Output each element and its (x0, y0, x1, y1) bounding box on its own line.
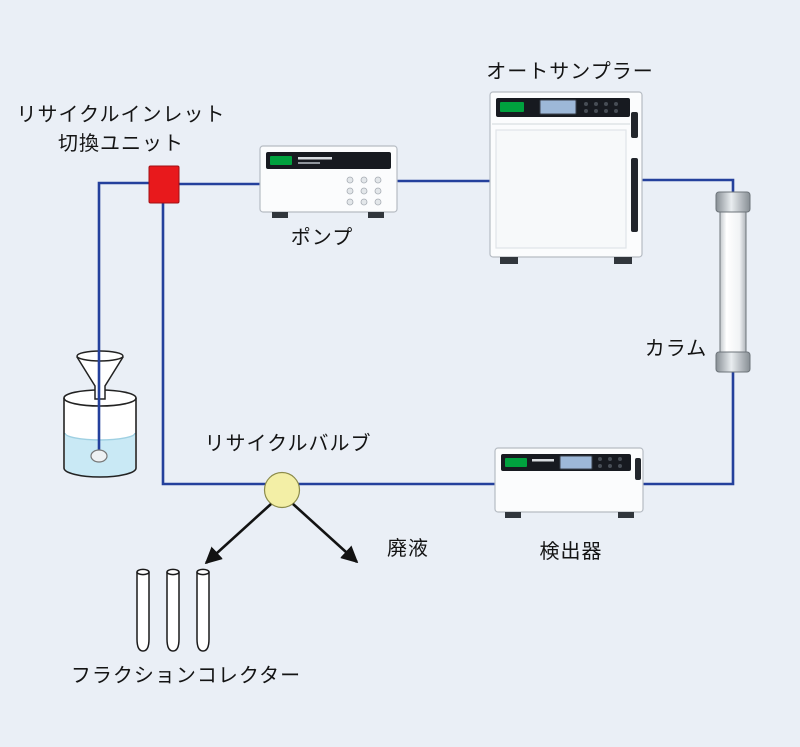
column-body (719, 209, 747, 355)
pump-unit (259, 145, 398, 218)
detector-foot-left (505, 512, 521, 518)
pump-keypad (346, 176, 382, 206)
pump-foot-right (368, 212, 384, 218)
autosampler-foot-right (614, 257, 632, 264)
autosampler-foot-left (500, 257, 518, 264)
fraction-tube-2 (166, 572, 180, 652)
fraction-collector-label: フラクションコレクター (70, 665, 302, 687)
autosampler-door (495, 129, 627, 249)
bottle-tube-sinker (90, 449, 108, 463)
pump-panel-subtext (298, 162, 320, 164)
solvent-bottle (63, 350, 137, 478)
detector-unit (494, 447, 644, 518)
detector-handle (635, 458, 641, 480)
pump-control-panel (266, 152, 391, 169)
fraction-tube-1 (136, 572, 150, 652)
autosampler-brand-badge (500, 102, 524, 112)
recycle-inlet-switch-unit (148, 165, 180, 204)
recycle-inlet-unit-label: リサイクルインレット 切換ユニット (8, 101, 234, 159)
tube-bottle-to-switch-unit (97, 181, 152, 452)
recycle-valve-label: リサイクルバルブ (204, 433, 372, 455)
waste-label: 廃液 (387, 538, 429, 560)
flow-arrows (204, 503, 359, 565)
tube-column-to-detector (638, 368, 735, 486)
recycle-inlet-unit-label-line2: 切換ユニット (58, 133, 184, 155)
pump-foot-left (272, 212, 288, 218)
fraction-tube-2-mouth (166, 568, 180, 576)
detector-label: 検出器 (539, 541, 603, 563)
pump-panel-text (298, 157, 332, 160)
column-cap-bottom (715, 351, 751, 373)
fraction-arrow (204, 503, 272, 565)
detector-panel-buttons (598, 457, 622, 468)
waste-arrow (292, 503, 359, 564)
autosampler-panel-buttons (584, 102, 618, 113)
fraction-collector-tubes (136, 568, 210, 652)
autosampler-lcd (539, 99, 577, 115)
detector-panel-text (532, 459, 554, 462)
tube-valve-to-switch-unit (161, 200, 282, 486)
column (715, 191, 751, 373)
detector-foot-right (618, 512, 634, 518)
pump-brand-badge (270, 156, 292, 165)
detector-lcd (559, 455, 593, 470)
bottle-bottom (63, 467, 137, 478)
column-cap-top (715, 191, 751, 213)
autosampler-handle-bottom (631, 158, 638, 232)
fraction-tube-3 (196, 572, 210, 652)
autosampler-label: オートサンプラー (486, 61, 654, 83)
fraction-tube-1-mouth (136, 568, 150, 576)
autosampler-unit (489, 91, 643, 264)
fraction-tube-3-mouth (196, 568, 210, 576)
column-label: カラム (644, 338, 708, 360)
pump-label: ポンプ (290, 227, 354, 249)
recycle-valve (263, 471, 301, 509)
recycle-inlet-unit-label-line1: リサイクルインレット (16, 104, 226, 126)
autosampler-handle-top (631, 112, 638, 138)
detector-brand-badge (505, 458, 527, 467)
